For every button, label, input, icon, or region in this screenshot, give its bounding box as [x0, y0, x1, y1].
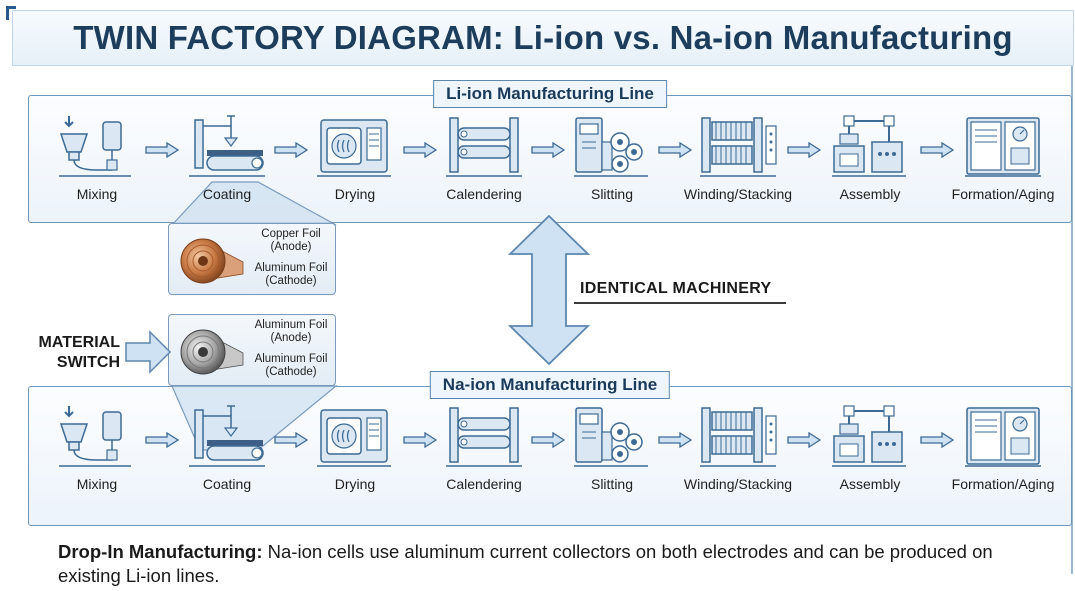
step-label: Mixing — [76, 186, 118, 202]
aluminum-foil-roll-icon — [180, 329, 244, 375]
step-label: Winding/Stacking — [683, 186, 793, 202]
step-label: Calendering — [446, 186, 522, 202]
step-label: Slitting — [590, 476, 634, 492]
na-cathode-foil-name: Aluminum Foil — [254, 353, 328, 365]
formation-cabinet-icon — [965, 117, 1041, 177]
na-step-formation-aging: Formation/Aging — [948, 402, 1058, 492]
mixing-tank-icon — [59, 406, 131, 467]
flow-arrow-icon — [787, 432, 821, 448]
li-anode-foil-label: Copper Foil (Anode) — [247, 228, 335, 254]
step-label: Assembly — [839, 186, 901, 202]
material-switch-label: MATERIAL SWITCH — [20, 333, 120, 373]
flow-arrow-icon — [919, 432, 954, 448]
flow-arrow-icon — [658, 142, 692, 158]
li-anode-foil-role: (Anode) — [270, 241, 312, 253]
step-label: Drying — [334, 186, 376, 202]
title-bar: TWIN FACTORY DIAGRAM: Li-ion vs. Na-ion … — [12, 10, 1074, 66]
step-label: Coating — [202, 476, 252, 492]
step-label: Assembly — [839, 476, 901, 492]
drying-oven-icon — [317, 119, 391, 177]
na-step-calendering: Calendering — [429, 402, 539, 492]
winding-stacking-icon — [700, 117, 777, 177]
slitting-machine-icon — [574, 117, 648, 177]
formation-cabinet-icon — [965, 407, 1041, 467]
li-coating-to-foil-connector — [170, 181, 337, 226]
flow-arrow-icon — [531, 142, 565, 158]
step-label: Mixing — [76, 476, 118, 492]
li-step-winding-stacking: Winding/Stacking — [683, 112, 793, 202]
li-anode-foil-name: Copper Foil — [261, 228, 321, 240]
li-step-calendering: Calendering — [429, 112, 539, 202]
na-step-winding-stacking: Winding/Stacking — [683, 402, 793, 492]
step-label: Winding/Stacking — [683, 476, 793, 492]
flow-arrow-icon — [402, 142, 437, 158]
na-step-slitting: Slitting — [557, 402, 667, 492]
li-step-slitting: Slitting — [557, 112, 667, 202]
slitting-machine-icon — [574, 407, 648, 467]
step-label: Coating — [202, 186, 252, 202]
calender-rollers-icon — [446, 117, 522, 177]
li-cathode-foil-label: Aluminum Foil (Cathode) — [247, 262, 335, 288]
flow-arrow-icon — [274, 432, 308, 448]
li-step-mixing: Mixing — [42, 112, 152, 202]
flow-arrow-icon — [531, 432, 565, 448]
li-ion-foil-box: Copper Foil (Anode) Aluminum Foil (Catho… — [168, 223, 336, 295]
step-label: Drying — [334, 476, 376, 492]
na-cathode-foil-role: (Cathode) — [265, 366, 317, 378]
li-step-formation-aging: Formation/Aging — [948, 112, 1058, 202]
diagram-title: TWIN FACTORY DIAGRAM: Li-ion vs. Na-ion … — [73, 19, 1013, 56]
na-step-mixing: Mixing — [42, 402, 152, 492]
step-label: Formation/Aging — [951, 476, 1055, 492]
na-step-coating: Coating — [172, 402, 282, 492]
flow-arrow-icon — [274, 142, 308, 158]
na-cathode-foil-label: Aluminum Foil (Cathode) — [247, 353, 335, 379]
coating-machine-icon — [189, 405, 265, 467]
frame-edge — [1071, 14, 1073, 574]
na-anode-foil-role: (Anode) — [270, 332, 312, 344]
footer-heading: Drop-In Manufacturing: — [58, 541, 263, 562]
li-cathode-foil-role: (Cathode) — [265, 275, 317, 287]
calender-rollers-icon — [446, 407, 522, 467]
li-cathode-foil-name: Aluminum Foil — [254, 262, 328, 274]
material-switch-line2: SWITCH — [56, 354, 120, 371]
assembly-robot-icon — [832, 405, 906, 467]
flow-arrow-icon — [919, 142, 954, 158]
material-switch-arrow-icon — [125, 330, 172, 374]
footer-note: Drop-In Manufacturing: Na-ion cells use … — [58, 540, 1058, 588]
na-anode-foil-name: Aluminum Foil — [254, 319, 328, 331]
step-label: Calendering — [446, 476, 522, 492]
na-step-drying: Drying — [300, 402, 410, 492]
na-ion-foil-box: Aluminum Foil (Anode) Aluminum Foil (Cat… — [168, 314, 336, 386]
li-ion-line-label: Li-ion Manufacturing Line — [433, 80, 667, 108]
identical-machinery-double-arrow-icon — [508, 214, 590, 366]
drying-oven-icon — [317, 409, 391, 467]
identical-machinery-underline — [574, 302, 786, 304]
corner-mark — [6, 6, 16, 20]
winding-stacking-icon — [700, 407, 777, 467]
na-anode-foil-label: Aluminum Foil (Anode) — [247, 319, 335, 345]
mixing-tank-icon — [59, 116, 131, 177]
flow-arrow-icon — [658, 432, 692, 448]
copper-foil-roll-icon — [180, 238, 244, 284]
assembly-robot-icon — [832, 115, 906, 177]
flow-arrow-icon — [145, 142, 179, 158]
li-step-drying: Drying — [300, 112, 410, 202]
flow-arrow-icon — [402, 432, 437, 448]
flow-arrow-icon — [145, 432, 179, 448]
coating-machine-icon — [189, 115, 265, 177]
li-step-assembly: Assembly — [815, 112, 925, 202]
na-ion-line-label: Na-ion Manufacturing Line — [429, 371, 671, 399]
material-switch-line1: MATERIAL — [38, 334, 120, 351]
flow-arrow-icon — [787, 142, 821, 158]
na-step-assembly: Assembly — [815, 402, 925, 492]
li-step-coating: Coating — [172, 112, 282, 202]
identical-machinery-label: IDENTICAL MACHINERY — [580, 280, 772, 297]
step-label: Formation/Aging — [951, 186, 1055, 202]
step-label: Slitting — [590, 186, 634, 202]
footer-text: Na-ion cells use aluminum current collec… — [58, 541, 993, 586]
